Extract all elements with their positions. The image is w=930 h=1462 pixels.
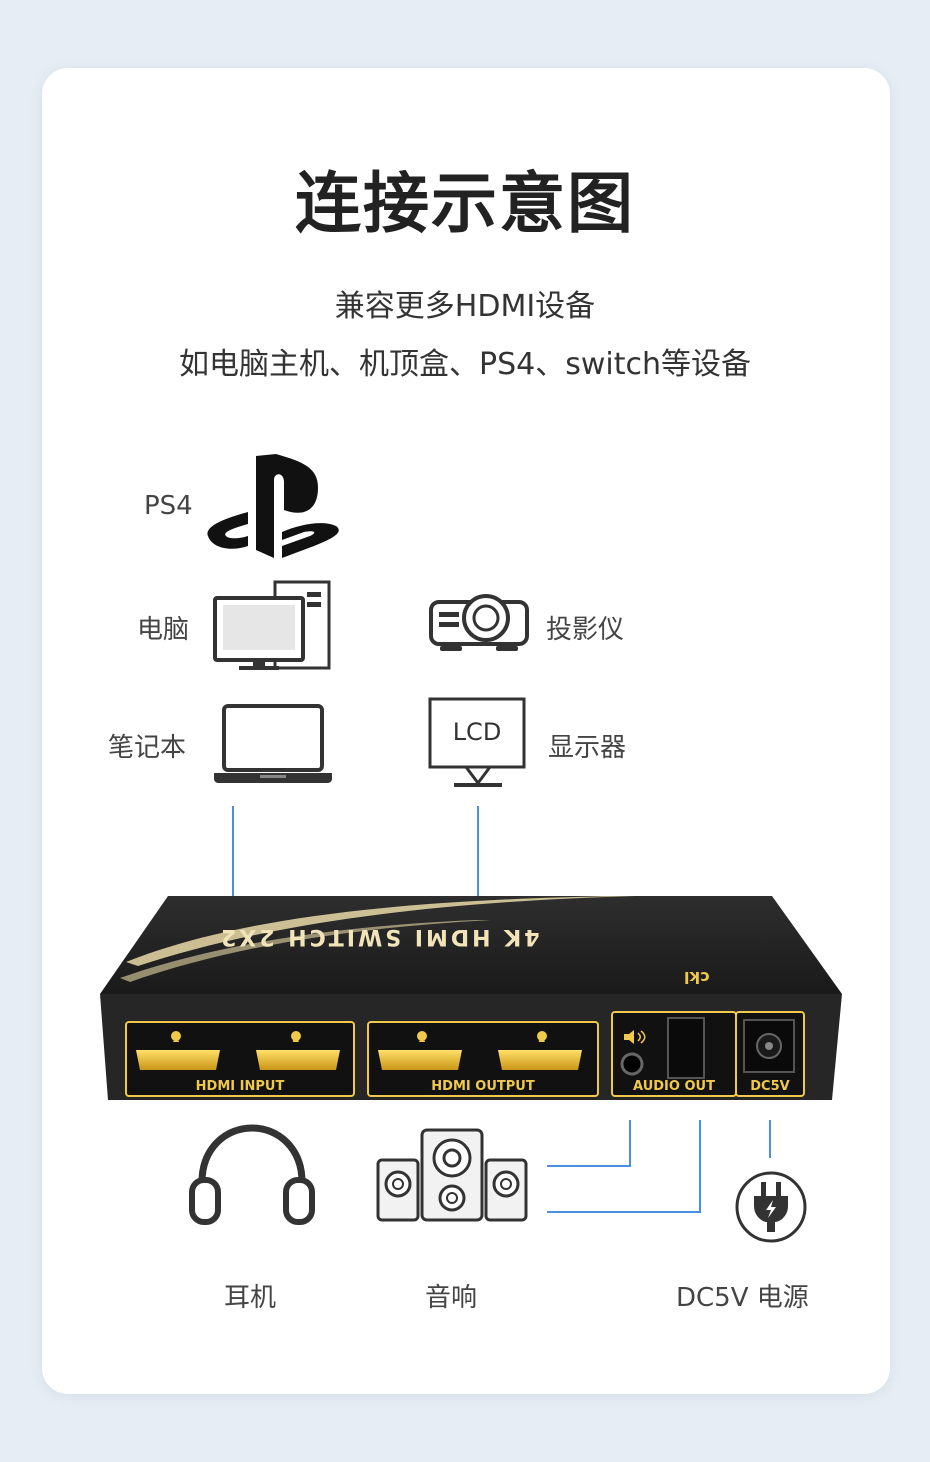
- monitor-screen-text: LCD: [452, 718, 502, 746]
- speaker-volume-icon: [624, 1030, 646, 1044]
- laptop-icon: [214, 704, 332, 783]
- label-laptop: 笔记本: [108, 733, 187, 763]
- label-speakers: 音响: [425, 1283, 478, 1313]
- port-number-3: 1: [418, 1032, 426, 1045]
- speakers-icon: [376, 1128, 528, 1222]
- port-number-4: 2: [538, 1032, 546, 1045]
- subtitle-line-1: 兼容更多HDMI设备: [334, 289, 596, 324]
- headphones-icon: [189, 1124, 315, 1225]
- power-plug-icon: [735, 1171, 807, 1243]
- desktop-computer-icon: [213, 580, 331, 670]
- label-headphones: 耳机: [224, 1283, 277, 1313]
- panel-label-power: DC5V: [750, 1079, 790, 1094]
- subtitle-line-2: 如电脑主机、机顶盒、PS4、switch等设备: [179, 347, 751, 382]
- brand-logo: ckl: [684, 968, 710, 987]
- panel-label-output: HDMI OUTPUT: [431, 1079, 535, 1094]
- port-number-1: 1: [172, 1032, 180, 1045]
- label-ps4: PS4: [144, 491, 193, 521]
- label-projector: 投影仪: [546, 615, 625, 645]
- device-top-text: 4K HDMI SWITCH 2X2: [218, 924, 540, 949]
- page-title: 连接示意图: [295, 164, 635, 242]
- projector-icon: [429, 594, 529, 651]
- label-computer: 电脑: [137, 615, 190, 645]
- port-number-2: 2: [292, 1032, 300, 1045]
- hdmi-switch-device: [100, 896, 842, 1100]
- monitor-icon: [428, 697, 526, 787]
- label-power: DC5V 电源: [676, 1283, 809, 1313]
- panel-label-audio: AUDIO OUT: [633, 1079, 715, 1094]
- label-monitor: 显示器: [548, 733, 627, 763]
- panel-label-input: HDMI INPUT: [195, 1079, 285, 1094]
- playstation-icon: [207, 454, 339, 558]
